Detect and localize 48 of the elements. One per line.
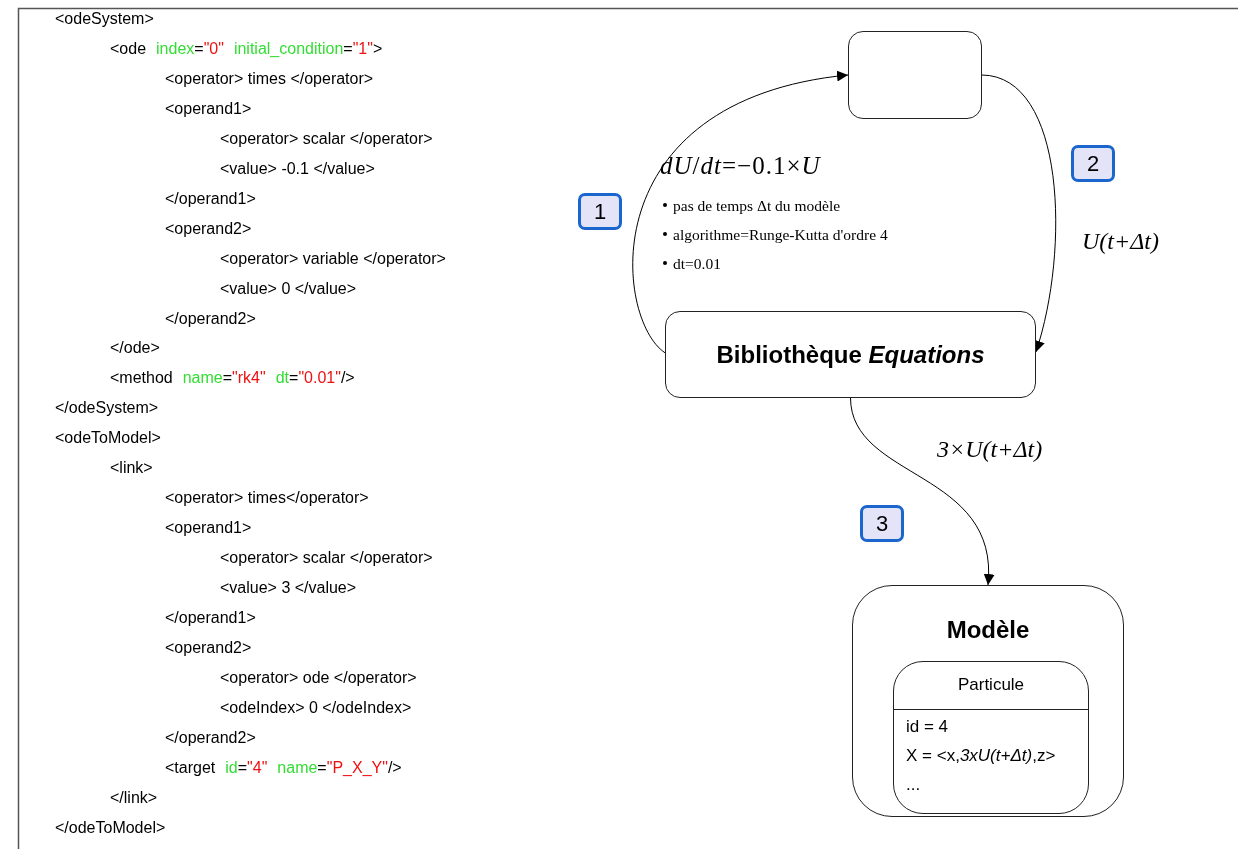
container-box	[852, 585, 1124, 817]
code-line: <value> 0 </value>	[220, 278, 357, 299]
attribute-text: ...	[906, 775, 921, 795]
code-line: <value> 3 </value>	[220, 578, 357, 599]
node-title: Bibliothèque Equations	[716, 340, 985, 369]
code-line: </operand1>	[165, 608, 256, 628]
code-line: <target id="4" name="P_X_Y"/>	[165, 757, 402, 778]
code-line: <value> -0.1 </value>	[220, 158, 375, 179]
code-line: <operator> times</operator>	[165, 488, 369, 509]
code-line: </link>	[110, 787, 158, 808]
code-line: <operand2>	[165, 637, 252, 658]
code-line: <operand2>	[165, 218, 252, 239]
code-line: <operator> ode </operator>	[220, 667, 417, 688]
node-title: Modèle	[945, 616, 1031, 644]
code-line: </odeSystem>	[55, 398, 159, 419]
arrow	[632, 71, 849, 354]
code-line: <operand1>	[165, 98, 252, 119]
bullet-text: algorithme=Runge-Kutta d'ordre 4	[663, 226, 888, 244]
class-box	[893, 661, 1089, 814]
code-line: <odeSystem>	[55, 9, 154, 29]
callout-number: 3	[860, 505, 904, 542]
callout-number: 1	[578, 193, 622, 230]
code-line: <operator> scalar </operator>	[220, 128, 433, 149]
code-line: </operand2>	[165, 308, 256, 329]
code-line: </operand1>	[165, 188, 256, 209]
code-line: <operand1>	[165, 518, 252, 539]
code-line: <operator> scalar </operator>	[220, 548, 433, 569]
class-name: Particule	[956, 675, 1026, 695]
arrow	[850, 397, 994, 586]
code-line: <odeToModel>	[55, 428, 161, 449]
process-box	[665, 311, 1036, 398]
bullet-text: pas de temps Δt du modèle	[663, 197, 841, 215]
code-line: </odeToModel>	[55, 817, 166, 838]
attribute-text: X = <x,3xU(t+Δt),z>	[906, 746, 1056, 766]
code-line: <odeIndex> 0 </odeIndex>	[220, 697, 412, 718]
equation: dU/dt=−0.1×U	[660, 152, 821, 180]
bullet-text: dt=0.01	[663, 255, 721, 273]
code-line: <method name="rk4" dt="0.01"/>	[110, 368, 355, 389]
code-line: <link>	[110, 458, 153, 479]
code-line: </operand2>	[165, 727, 256, 748]
arrow	[981, 74, 1057, 353]
code-line: </ode>	[110, 338, 160, 359]
process-box	[848, 31, 982, 119]
callout-number: 2	[1071, 145, 1115, 182]
code-line: <operator> variable </operator>	[220, 248, 446, 269]
code-line: <operator> times </operator>	[165, 68, 374, 89]
code-line: <ode index="0" initial_condition="1">	[110, 38, 383, 59]
attribute-text: id = 4	[906, 717, 949, 737]
